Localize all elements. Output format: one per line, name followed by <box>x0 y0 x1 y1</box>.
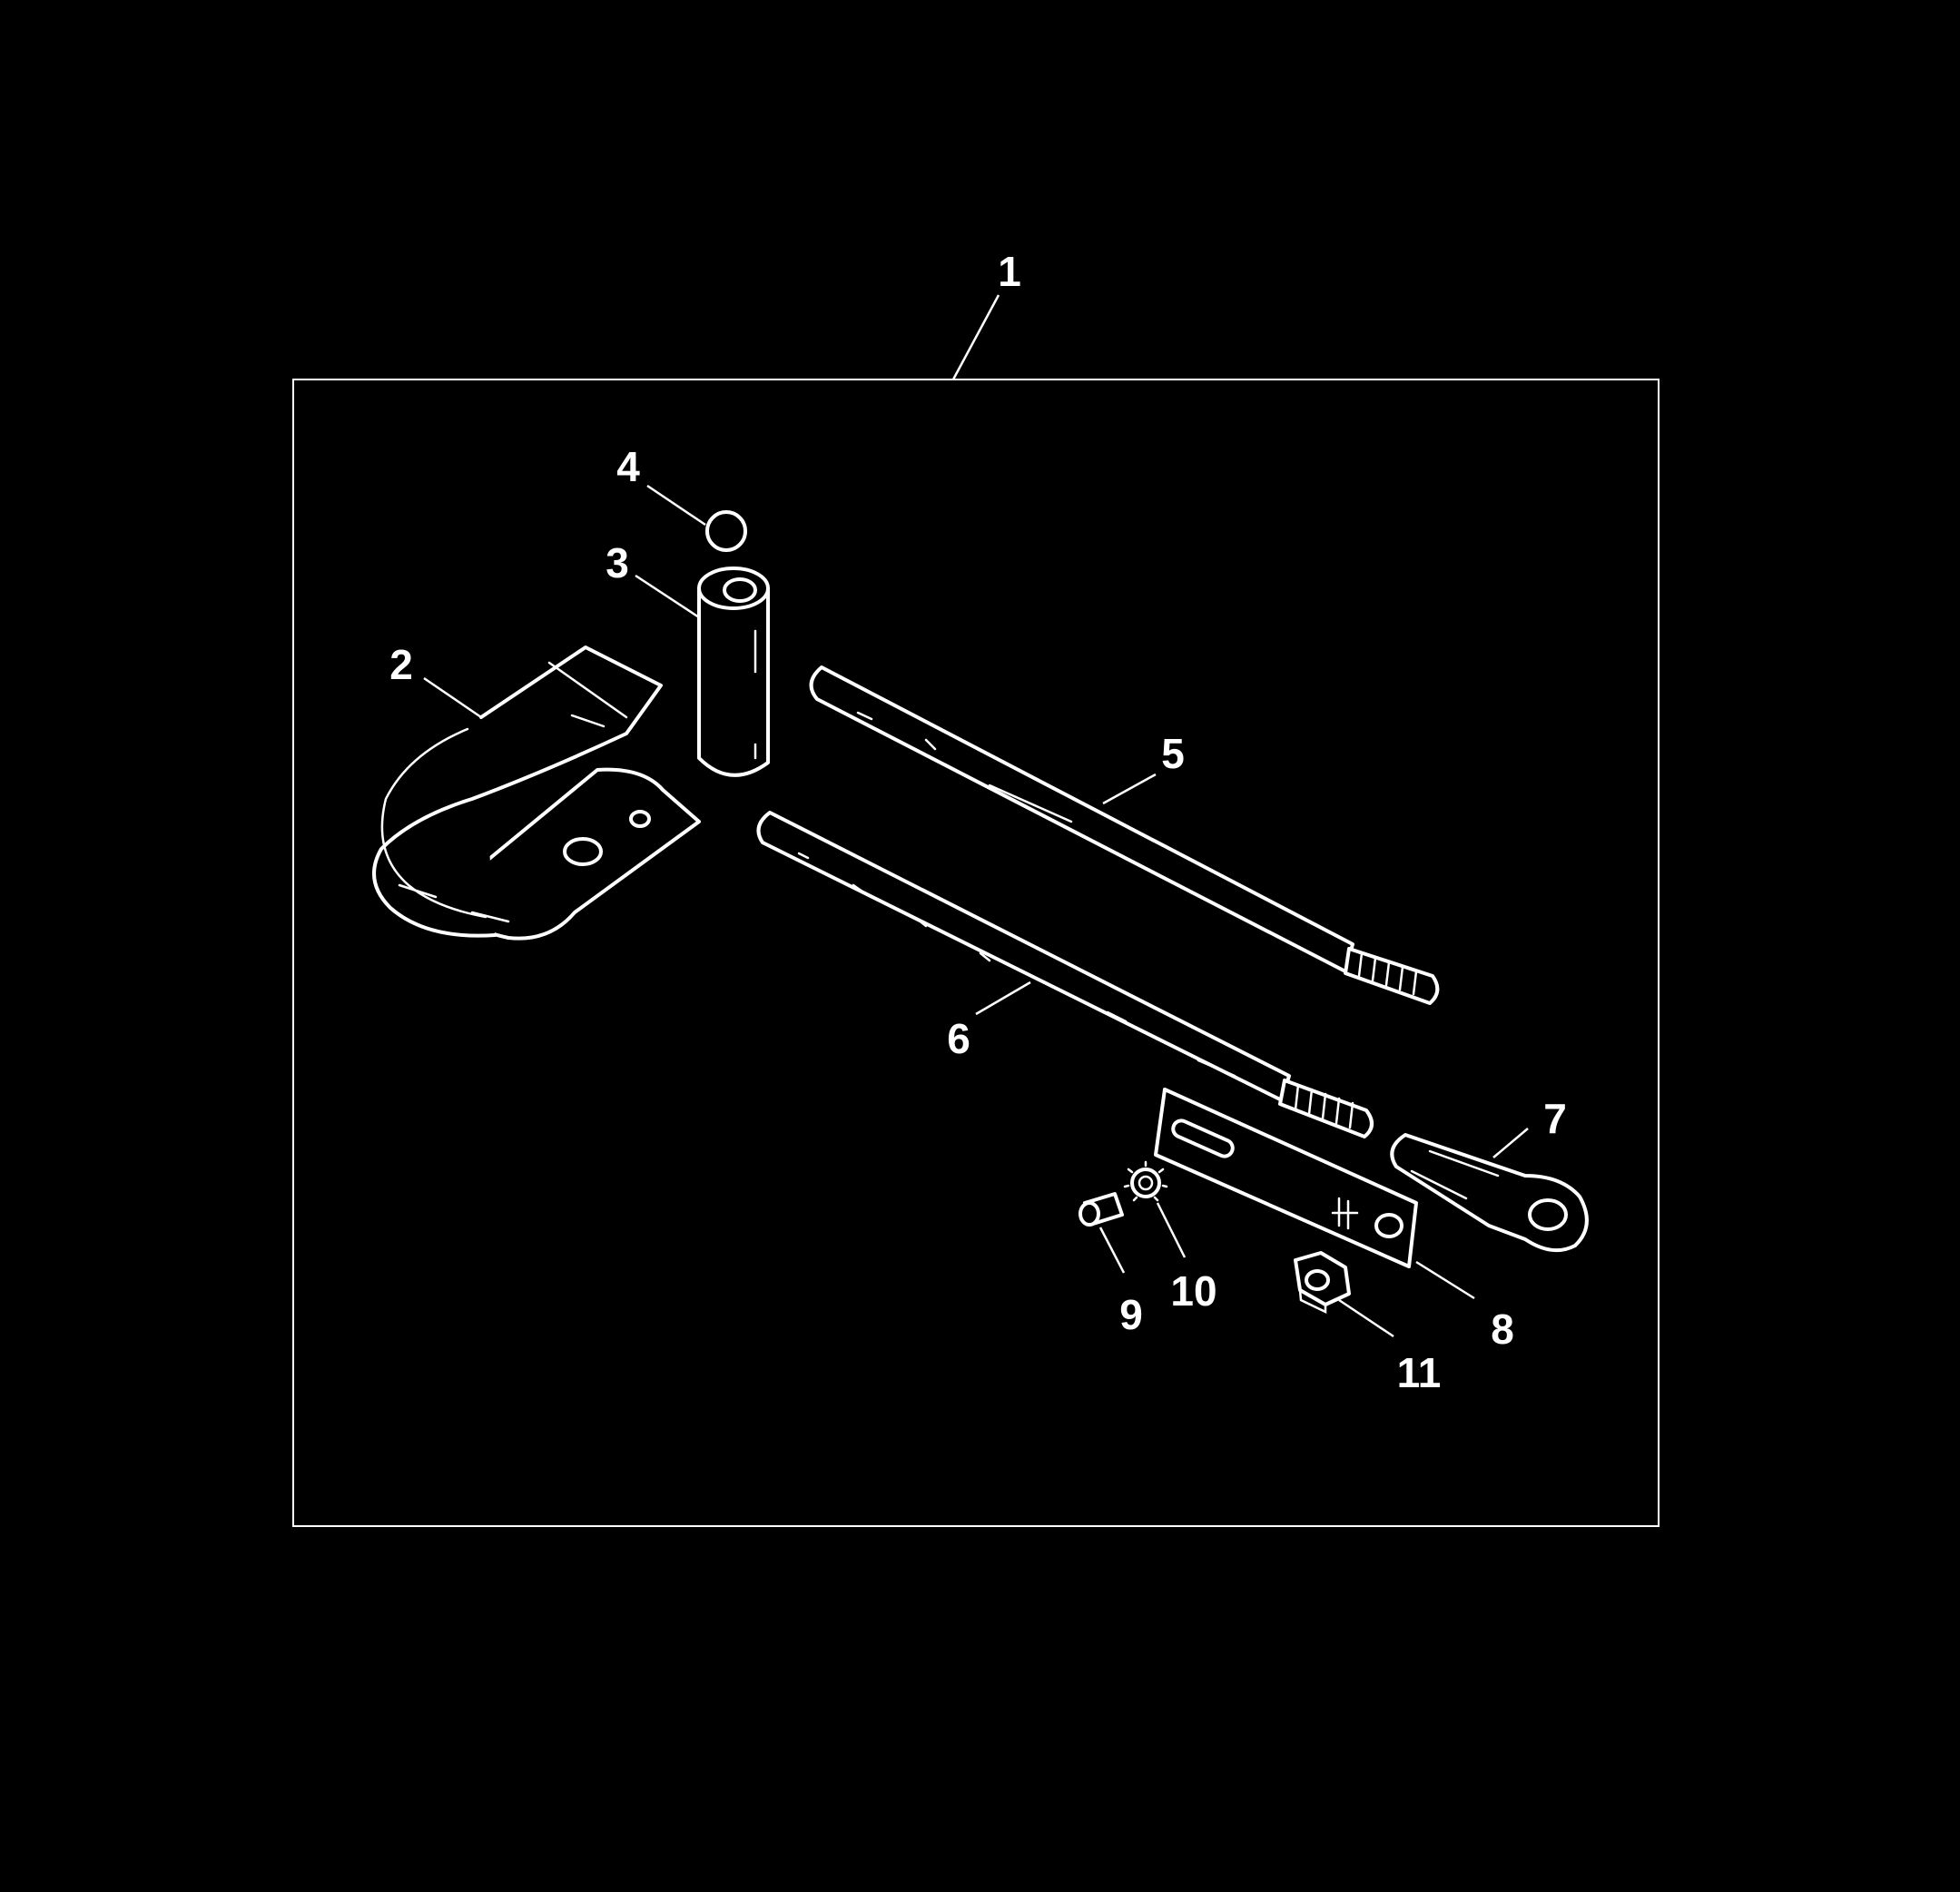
leader-7 <box>1492 1128 1529 1158</box>
callout-7: 7 <box>1543 1095 1567 1142</box>
part-strap-bracket <box>372 645 701 941</box>
part-clevis-end <box>1390 1133 1589 1253</box>
callout-5: 5 <box>1161 730 1185 777</box>
leader-3 <box>635 574 700 619</box>
part-screw <box>1078 1192 1124 1227</box>
leader-4 <box>646 484 706 527</box>
leader-lines <box>423 294 1529 1338</box>
leader-11 <box>1338 1298 1394 1338</box>
part-sleeve <box>697 567 770 777</box>
callout-9: 9 <box>1119 1291 1143 1338</box>
callout-2: 2 <box>389 641 413 688</box>
part-nut <box>1294 1251 1351 1314</box>
callout-10: 10 <box>1170 1267 1216 1315</box>
callout-8: 8 <box>1491 1306 1514 1353</box>
callout-6: 6 <box>947 1015 970 1062</box>
callout-labels: 1 2 3 4 5 6 7 8 9 10 11 <box>389 248 1567 1396</box>
part-rod-lower <box>756 811 1374 1138</box>
leader-10 <box>1156 1202 1187 1258</box>
assembly-frame <box>292 379 1660 1527</box>
leader-8 <box>1415 1260 1475 1300</box>
callout-11: 11 <box>1397 1349 1442 1396</box>
leader-2 <box>423 676 482 719</box>
leader-6 <box>975 980 1031 1016</box>
leader-1 <box>951 294 1000 380</box>
part-rod-upper <box>809 665 1440 1005</box>
callout-1: 1 <box>998 248 1021 295</box>
part-ball <box>705 510 747 552</box>
part-lock-washer <box>1123 1160 1168 1202</box>
callout-3: 3 <box>606 539 629 586</box>
callout-4: 4 <box>616 443 640 490</box>
leader-9 <box>1098 1227 1126 1274</box>
part-link-plate <box>1154 1088 1418 1268</box>
leader-5 <box>1102 773 1157 805</box>
